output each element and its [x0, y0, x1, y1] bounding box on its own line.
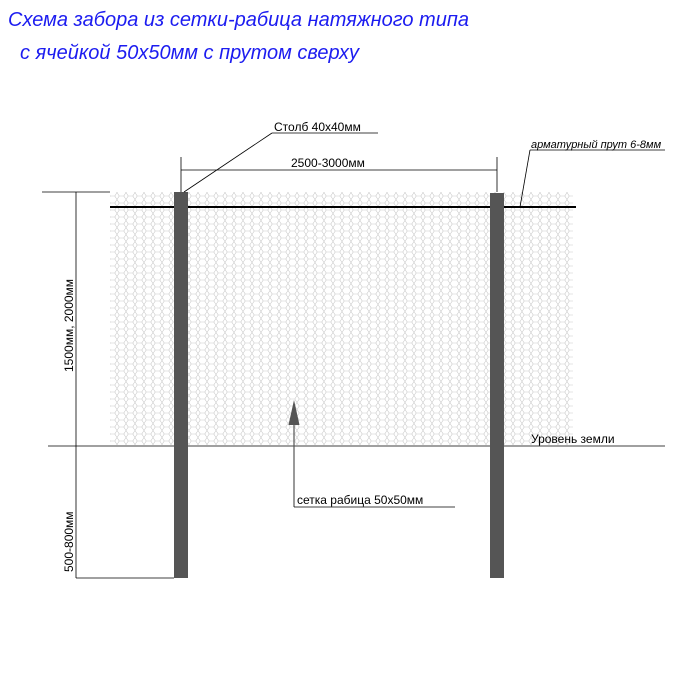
diagram-title-line-2: с ячейкой 50х50мм с прутом сверху [20, 42, 359, 64]
mesh-label: сетка рабица 50х50мм [297, 493, 423, 507]
depth-label: 500-800мм [62, 511, 76, 572]
rod-label: арматурный прут 6-8мм [531, 139, 662, 151]
diagram-title-line-1: Схема забора из сетки-рабица натяжного т… [8, 9, 469, 31]
mesh-arrow-head [288, 400, 300, 425]
fence-post-left [174, 192, 188, 578]
rod-leader-line [519, 149, 531, 208]
height-label: 1500мм, 2000мм [62, 279, 76, 372]
span-label: 2500-3000мм [291, 156, 365, 170]
post-leader-line [183, 132, 273, 193]
fence-post-right [490, 193, 504, 578]
ground-label: Уровень земли [531, 432, 615, 446]
post-label: Столб 40х40мм [274, 120, 361, 134]
